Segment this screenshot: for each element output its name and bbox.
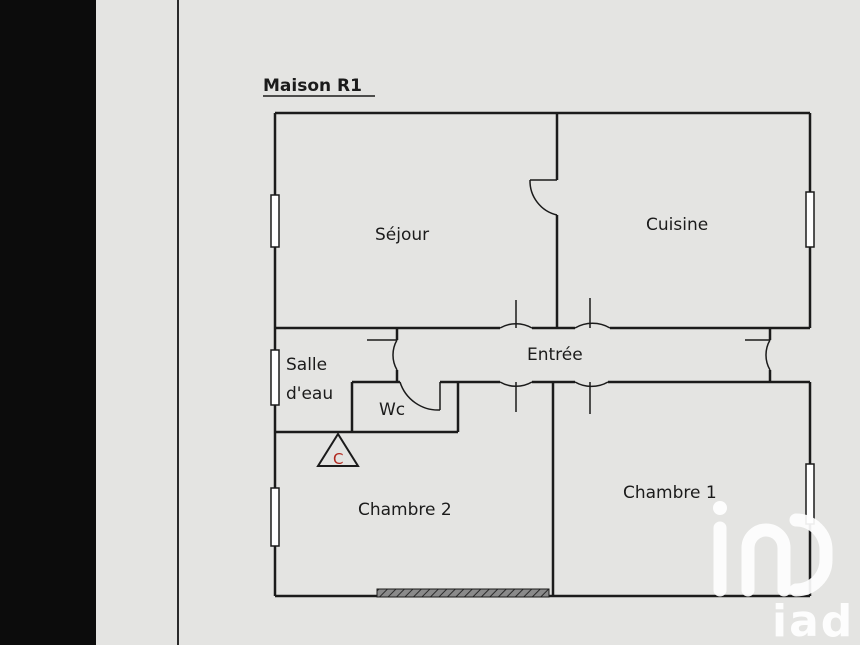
hatched-wall-segment: [376, 588, 550, 598]
doors: [367, 179, 771, 414]
boiler-triangle-icon: [316, 432, 360, 467]
room-label-chambre2: Chambre 2: [358, 500, 452, 520]
room-label-entree: Entrée: [527, 345, 583, 365]
iad-logo-mark-icon: [713, 513, 833, 597]
boiler-mark: C: [333, 450, 343, 468]
room-label-chambre1: Chambre 1: [623, 483, 717, 503]
iad-logo-dot-icon: [713, 501, 727, 515]
room-label-salle-deau-1: Salle: [286, 355, 327, 375]
walls: [273, 111, 812, 598]
windows: [270, 191, 815, 547]
room-label-cuisine: Cuisine: [646, 215, 708, 235]
paper-sheet: [96, 0, 860, 645]
room-label-salle-deau-2: d'eau: [286, 384, 333, 404]
room-label-wc: Wc: [379, 400, 405, 420]
page-margin-line: [177, 0, 179, 645]
iad-logo-text: iad: [772, 596, 854, 645]
iad-logo: iad: [713, 501, 854, 645]
plan-title: Maison R1: [263, 76, 362, 96]
room-label-sejour: Séjour: [375, 225, 429, 245]
